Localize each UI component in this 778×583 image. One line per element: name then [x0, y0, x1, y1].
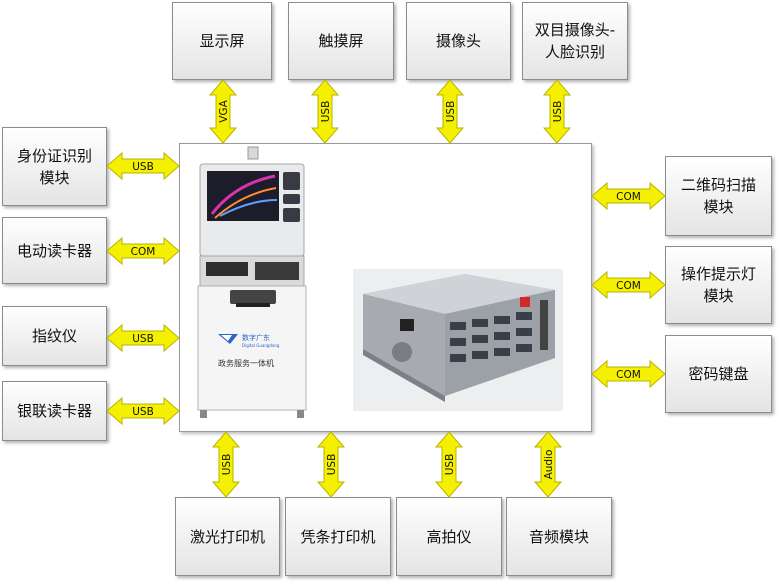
arrow-unionpay — [106, 396, 180, 426]
connector-fingerprint: USB — [106, 323, 180, 353]
laser-printer-label: 激光打印机 — [189, 527, 265, 546]
interface-unionpay: USB — [132, 406, 154, 418]
arrow-id-card — [106, 151, 180, 181]
card-reader-label: 电动读卡器 — [16, 241, 92, 260]
id-card-label: 身份证识别 模块 — [16, 146, 92, 187]
interface-id-card: USB — [132, 161, 154, 173]
arrow-laser-printer — [211, 431, 241, 498]
interface-touch: USB — [320, 101, 332, 123]
touch-screen-label: 触摸屏 — [318, 32, 364, 50]
connector-laser-printer: USB — [211, 431, 241, 498]
industrial-pc-illustration — [353, 269, 563, 411]
pin-pad-box: 密码键盘 — [665, 335, 772, 413]
arrow-camera — [435, 79, 465, 144]
arrow-display — [208, 79, 238, 144]
camera-label: 摄像头 — [435, 32, 481, 50]
connector-pin-pad: COM — [591, 359, 666, 389]
interface-display: VGA — [218, 99, 230, 122]
fingerprint-label: 指纹仪 — [31, 327, 77, 345]
receipt-printer-label: 凭条打印机 — [300, 527, 376, 546]
interface-audio-module: Audio — [543, 450, 555, 480]
connector-id-card: USB — [106, 151, 180, 181]
arrow-pin-pad — [591, 359, 666, 389]
audio-module-box: 音频模块 — [506, 497, 612, 576]
connector-unionpay: USB — [106, 396, 180, 426]
id-card-box: 身份证识别 模块 — [2, 127, 107, 206]
connector-audio-module: Audio — [533, 431, 563, 498]
arrow-document-camera — [434, 431, 464, 498]
arrow-indicator — [591, 270, 666, 300]
arrow-qr-scanner — [591, 181, 666, 211]
kiosk-brand: 数字广东 — [242, 333, 270, 342]
arrow-receipt-printer — [316, 431, 346, 498]
interface-document-camera: USB — [444, 454, 456, 476]
unionpay-box: 银联读卡器 — [2, 381, 107, 441]
arrow-audio-module — [533, 431, 563, 498]
connector-receipt-printer: USB — [316, 431, 346, 498]
indicator-box: 操作提示灯 模块 — [665, 246, 772, 324]
center-panel: 数字广东 Digital Guangdong 政务服务一体机 — [179, 143, 592, 432]
connector-dual-camera: USB — [542, 79, 572, 144]
interface-indicator: COM — [616, 280, 641, 292]
display-label: 显示屏 — [199, 32, 245, 50]
connector-touch: USB — [310, 79, 340, 144]
arrow-card-reader — [106, 236, 180, 266]
interface-fingerprint: USB — [132, 333, 154, 345]
connector-indicator: COM — [591, 270, 666, 300]
display-box: 显示屏 — [172, 2, 272, 80]
qr-scanner-label: 二维码扫描 模块 — [680, 176, 756, 216]
interface-dual-camera: USB — [552, 101, 564, 123]
fingerprint-box: 指纹仪 — [2, 306, 107, 366]
center-illustration: 数字广东 Digital Guangdong 政务服务一体机 — [197, 146, 563, 418]
dual-camera-box: 双目摄像头- 人脸识别 — [522, 2, 628, 80]
interface-laser-printer: USB — [221, 454, 233, 476]
touch-screen-box: 触摸屏 — [288, 2, 394, 80]
dual-camera-label: 双目摄像头- 人脸识别 — [534, 21, 616, 61]
connector-card-reader: COM — [106, 236, 180, 266]
laser-printer-box: 激光打印机 — [175, 497, 280, 576]
card-reader-box: 电动读卡器 — [2, 217, 107, 284]
connector-camera: USB — [435, 79, 465, 144]
receipt-printer-box: 凭条打印机 — [285, 497, 391, 576]
pin-pad-label: 密码键盘 — [688, 365, 749, 383]
kiosk-caption: 政务服务一体机 — [218, 358, 274, 368]
arrow-dual-camera — [542, 79, 572, 144]
kiosk-brand-en: Digital Guangdong — [242, 343, 280, 348]
audio-module-label: 音频模块 — [528, 527, 589, 546]
connector-display: VGA — [208, 79, 238, 144]
camera-box: 摄像头 — [406, 2, 511, 80]
arrow-touch — [310, 79, 340, 144]
connector-document-camera: USB — [434, 431, 464, 498]
connector-qr-scanner: COM — [591, 181, 666, 211]
interface-pin-pad: COM — [616, 369, 641, 381]
qr-scanner-box: 二维码扫描 模块 — [665, 156, 772, 236]
unionpay-label: 银联读卡器 — [16, 402, 92, 420]
arrow-fingerprint — [106, 323, 180, 353]
interface-qr-scanner: COM — [616, 191, 641, 203]
interface-camera: USB — [445, 101, 457, 123]
kiosk-illustration: 数字广东 Digital Guangdong 政务服务一体机 — [197, 146, 307, 418]
interface-receipt-printer: USB — [326, 454, 338, 476]
document-camera-box: 高拍仪 — [396, 497, 502, 576]
indicator-label: 操作提示灯 模块 — [680, 265, 756, 305]
document-camera-label: 高拍仪 — [426, 527, 472, 546]
interface-card-reader: COM — [131, 246, 156, 258]
